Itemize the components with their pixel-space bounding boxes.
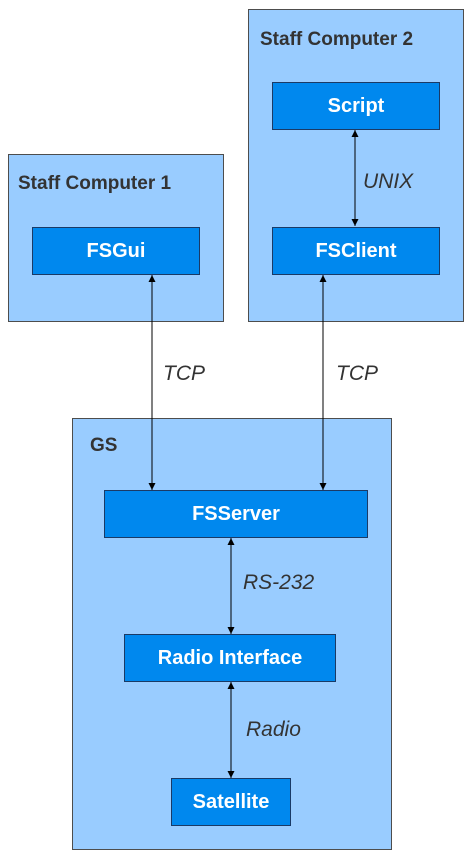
node-satellite: Satellite [171, 778, 291, 826]
node-fsgui: FSGui [32, 227, 200, 275]
group-title-staff-computer-1: Staff Computer 1 [18, 173, 172, 194]
edge-label-tcp-right: TCP [336, 362, 378, 385]
edge-label-unix: UNIX [363, 170, 414, 193]
node-script: Script [272, 82, 440, 130]
edge-label-rs232: RS-232 [243, 571, 315, 594]
group-title-gs: GS [90, 435, 118, 456]
edge-label-tcp-left: TCP [163, 362, 205, 385]
group-title-staff-computer-2: Staff Computer 2 [260, 29, 414, 50]
node-fsclient: FSClient [272, 227, 440, 275]
node-fsserver: FSServer [104, 490, 368, 538]
node-radio-interface: Radio Interface [124, 634, 336, 682]
edge-label-radio: Radio [246, 718, 301, 741]
